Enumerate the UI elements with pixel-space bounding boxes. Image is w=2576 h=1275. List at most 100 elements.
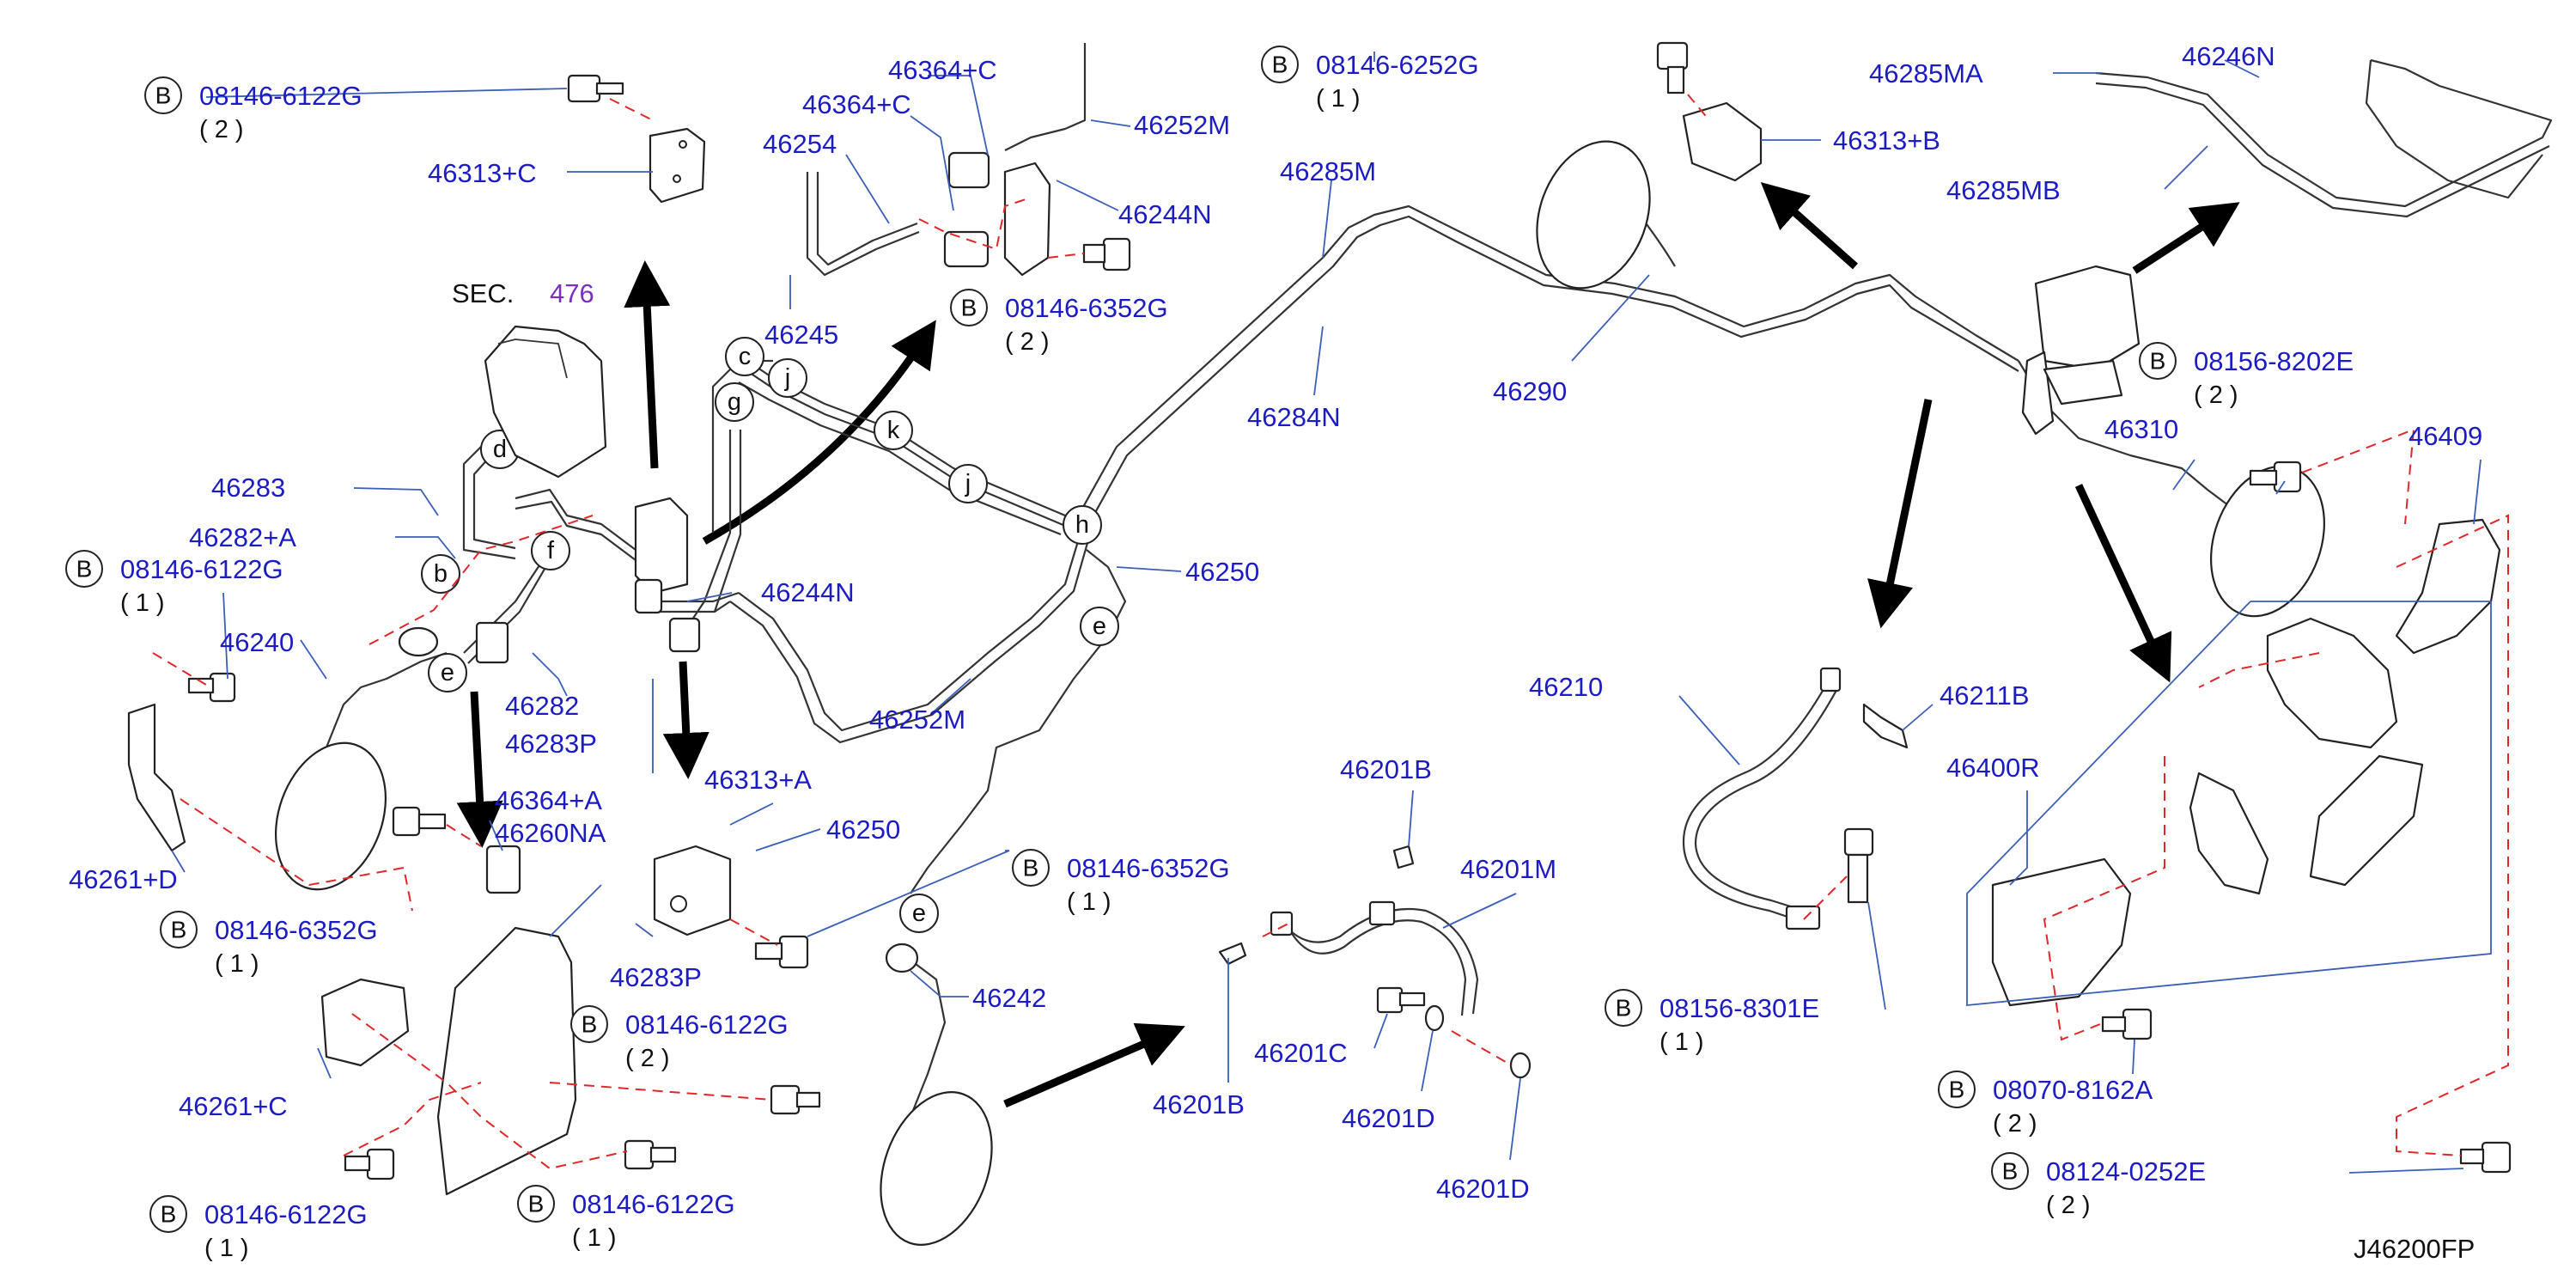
label-46261d: 46261+D xyxy=(69,864,178,894)
label-46246n: 46246N xyxy=(2182,41,2275,71)
figure-code: J46200FP xyxy=(2354,1234,2475,1264)
section-ref-prefix: SEC. xyxy=(452,278,514,308)
bolt-callout-6: B 08146-6352G ( 1 ) xyxy=(1012,849,1230,916)
label-46284n: 46284N xyxy=(1247,402,1341,432)
junction-center-2 xyxy=(668,617,701,653)
label-46364a: 46364+A xyxy=(495,785,602,815)
bracket-46261d xyxy=(127,703,186,852)
grommet-46240 xyxy=(398,626,439,657)
bolt-08070-8162a xyxy=(2101,1008,2153,1040)
arrow-to-clip xyxy=(1760,182,1858,270)
rear-left-backing-plate xyxy=(1536,140,1651,290)
label-46240: 46240 xyxy=(220,627,294,657)
svg-text:( 1 ): ( 1 ) xyxy=(1659,1028,1704,1056)
svg-text:b: b xyxy=(434,560,448,588)
svg-text:j: j xyxy=(784,364,790,392)
clip-46282 xyxy=(475,621,509,664)
label-46244n-top: 46244N xyxy=(1118,199,1212,229)
svg-text:B: B xyxy=(2002,1158,2019,1185)
bolt-08146-6122g-bottom-mid xyxy=(624,1139,677,1170)
svg-text:B: B xyxy=(1272,52,1288,78)
bracket-46261c xyxy=(320,978,410,1067)
bolt-callout-11: B 08156-8301E ( 1 ) xyxy=(1605,989,1819,1056)
svg-text:e: e xyxy=(1093,613,1106,640)
marker-g: h xyxy=(1063,505,1102,545)
svg-text:( 1 ): ( 1 ) xyxy=(1067,888,1111,916)
label-46201d-2: 46201D xyxy=(1436,1174,1530,1204)
marker-j-2: j xyxy=(948,464,988,503)
svg-text:B: B xyxy=(582,1011,598,1038)
label-46201b-top: 46201B xyxy=(1340,754,1432,784)
rear-spring xyxy=(2043,359,2123,406)
marker-j-1: j xyxy=(768,358,807,398)
svg-text:( 2 ): ( 2 ) xyxy=(1993,1110,2037,1138)
bolt-top-left xyxy=(567,74,624,103)
label-46282a: 46282+A xyxy=(189,522,296,552)
rear-junction-bracket xyxy=(2034,265,2141,371)
marker-e-1: e xyxy=(428,653,467,692)
label-46260na: 46260NA xyxy=(495,818,606,848)
label-46201d-1: 46201D xyxy=(1342,1103,1435,1133)
marker-f: f xyxy=(531,531,570,570)
svg-text:( 2 ): ( 2 ) xyxy=(1005,328,1050,356)
svg-text:08070-8162A: 08070-8162A xyxy=(1993,1075,2153,1105)
bolt-08124-0252e xyxy=(2459,1141,2512,1174)
bolt-callout-7: B 08146-6352G ( 1 ) xyxy=(160,911,378,978)
svg-text:B: B xyxy=(1949,1077,1965,1103)
marker-c: c xyxy=(725,337,764,376)
arrow-to-hose xyxy=(1003,1022,1185,1108)
svg-text:( 1 ): ( 1 ) xyxy=(204,1235,249,1262)
svg-text:( 2 ): ( 2 ) xyxy=(2046,1192,2091,1219)
clip-46201b-1 xyxy=(1218,942,1247,966)
bolt-callout-8: B 08146-6122G ( 2 ) xyxy=(570,1005,789,1072)
valve-boot xyxy=(2189,772,2269,895)
bolt-callouts: B 08146-6122G ( 2 ) B 08146-6252G ( 1 ) … xyxy=(65,46,2354,1262)
svg-text:B: B xyxy=(961,295,977,321)
label-46252m-top: 46252M xyxy=(1134,110,1230,140)
label-46400r: 46400R xyxy=(1946,753,2040,783)
svg-text:f: f xyxy=(547,537,555,564)
junction-center-1 xyxy=(634,578,663,614)
bracket-46409 xyxy=(2395,518,2501,655)
hose-46210 xyxy=(1682,678,1830,921)
marker-e-2: e xyxy=(1080,607,1119,646)
label-46250: 46250 xyxy=(1185,557,1259,587)
label-46283p-1: 46283P xyxy=(505,729,597,759)
label-46285mb: 46285MB xyxy=(1946,175,2061,205)
cover-46260na xyxy=(436,926,577,1196)
label-46409: 46409 xyxy=(2409,421,2482,451)
svg-text:08146-6252G: 08146-6252G xyxy=(1316,50,1479,80)
svg-text:( 2 ): ( 2 ) xyxy=(625,1045,670,1072)
bolt-callout-13: B 08124-0252E ( 2 ) xyxy=(1991,1152,2206,1219)
svg-text:08146-6122G: 08146-6122G xyxy=(120,554,283,584)
svg-text:( 1 ): ( 1 ) xyxy=(120,589,165,617)
label-46245: 46245 xyxy=(764,320,838,350)
label-46313c: 46313+C xyxy=(428,158,537,188)
arrow-up-left xyxy=(624,260,671,469)
svg-text:08146-6122G: 08146-6122G xyxy=(625,1010,789,1040)
grommet-46242 xyxy=(885,943,919,973)
label-46254: 46254 xyxy=(763,129,837,159)
label-46252m: 46252M xyxy=(869,705,965,735)
svg-text:d: d xyxy=(493,436,507,463)
label-46242: 46242 xyxy=(972,983,1046,1013)
bolt-callout-12: B 08070-8162A ( 2 ) xyxy=(1938,1071,2153,1138)
label-46210: 46210 xyxy=(1529,672,1603,702)
svg-text:( 1 ): ( 1 ) xyxy=(215,950,259,978)
section-ref-number[interactable]: 476 xyxy=(550,278,594,308)
block-46313a xyxy=(653,845,732,936)
svg-text:08146-6122G: 08146-6122G xyxy=(199,81,362,111)
marker-b: b xyxy=(421,554,460,594)
assembly-lines xyxy=(152,94,2509,1170)
bolt-08146-6252g xyxy=(1656,41,1689,95)
label-46364c-2: 46364+C xyxy=(802,89,911,119)
valve-46400r xyxy=(2266,617,2398,749)
label-46283: 46283 xyxy=(211,473,285,503)
washer-46201d-2 xyxy=(1509,1052,1532,1079)
label-46313b: 46313+B xyxy=(1833,125,1940,156)
svg-text:B: B xyxy=(171,917,187,943)
direction-arrows xyxy=(456,182,2240,1108)
svg-text:08146-6122G: 08146-6122G xyxy=(204,1199,368,1229)
svg-text:B: B xyxy=(528,1191,545,1217)
svg-text:B: B xyxy=(76,556,93,583)
